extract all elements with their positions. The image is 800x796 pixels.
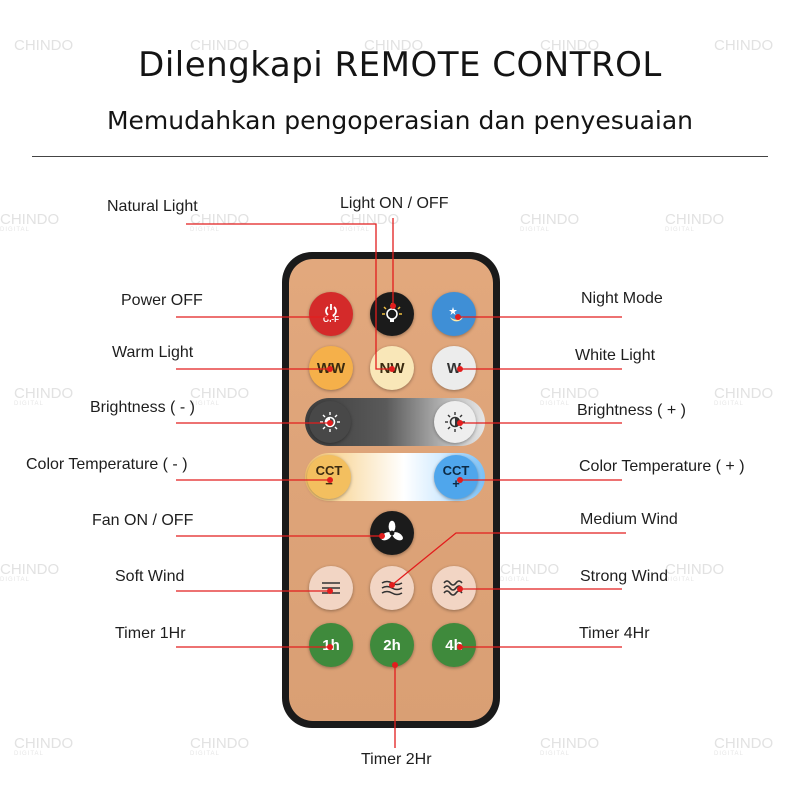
- label-warm-light: Warm Light: [112, 344, 194, 361]
- power-button-text: OFF: [323, 315, 339, 324]
- white-light-button[interactable]: W: [432, 346, 476, 390]
- medium-wind-button[interactable]: [370, 566, 414, 610]
- label-color-temperature-plus: Color Temperature ( + ): [579, 458, 745, 475]
- soft-wind-button[interactable]: [309, 566, 353, 610]
- timer-4hr-button[interactable]: 4h: [432, 623, 476, 667]
- label-brightness-plus: Brightness ( + ): [577, 402, 686, 419]
- label-fan-on-off: Fan ON / OFF: [92, 512, 194, 529]
- cct-down-sign: −: [325, 476, 333, 491]
- sun-dim-icon: [320, 412, 340, 432]
- light-on-off-button[interactable]: [370, 292, 414, 336]
- title-divider: [32, 156, 768, 157]
- label-medium-wind: Medium Wind: [580, 511, 678, 528]
- label-brightness-minus: Brightness ( - ): [90, 399, 195, 416]
- brightness-up-button[interactable]: [434, 401, 476, 443]
- page-subtitle: Memudahkan pengoperasian dan penyesuaian: [106, 106, 694, 135]
- natural-light-button[interactable]: NW: [370, 346, 414, 390]
- sun-bright-icon: [445, 412, 465, 432]
- label-timer-1hr: Timer 1Hr: [115, 625, 186, 642]
- label-soft-wind: Soft Wind: [115, 568, 185, 585]
- label-light-on-off: Light ON / OFF: [340, 195, 449, 212]
- label-natural-light: Natural Light: [107, 198, 198, 215]
- timer-1hr-button[interactable]: 1h: [309, 623, 353, 667]
- watermark: CHINDO: [190, 37, 250, 54]
- wind-medium-icon: [381, 580, 403, 596]
- timer-1hr-text: 1h: [322, 636, 340, 654]
- color-temperature-up-button[interactable]: CCT +: [434, 455, 478, 499]
- cct-up-sign: +: [452, 476, 460, 491]
- bulb-icon: [382, 303, 402, 322]
- label-timer-2hr: Timer 2Hr: [361, 751, 432, 768]
- power-off-button[interactable]: OFF: [309, 292, 353, 336]
- moon-star-icon: [449, 307, 463, 322]
- natural-light-button-text: NW: [379, 359, 405, 377]
- timer-2hr-button[interactable]: 2h: [370, 623, 414, 667]
- watermark: CHINDO: [364, 37, 424, 54]
- brightness-down-button[interactable]: [309, 401, 351, 443]
- page-title: Dilengkapi REMOTE CONTROL: [138, 45, 662, 85]
- wind-strong-icon: [443, 580, 463, 596]
- label-night-mode: Night Mode: [581, 290, 663, 307]
- timer-2hr-text: 2h: [383, 636, 401, 654]
- label-white-light: White Light: [575, 347, 656, 364]
- label-timer-4hr: Timer 4Hr: [579, 625, 650, 642]
- white-light-button-text: W: [446, 359, 462, 377]
- label-color-temperature-minus: Color Temperature ( - ): [26, 456, 188, 473]
- fan-on-off-button[interactable]: [370, 511, 414, 555]
- timer-4hr-text: 4h: [445, 636, 463, 654]
- wind-soft-icon: [322, 582, 340, 594]
- cct-down-text: CCT: [315, 463, 343, 478]
- fan-icon: [381, 520, 403, 541]
- color-temperature-down-button[interactable]: CCT −: [307, 455, 351, 499]
- warm-light-button-text: WW: [316, 359, 346, 377]
- strong-wind-button[interactable]: [432, 566, 476, 610]
- label-strong-wind: Strong Wind: [580, 568, 669, 585]
- watermark: CHINDO: [14, 37, 74, 54]
- warm-light-button[interactable]: WW: [309, 346, 353, 390]
- watermark: CHINDO: [540, 37, 600, 54]
- cct-up-text: CCT: [442, 463, 470, 478]
- watermark: CHINDO: [714, 37, 774, 54]
- night-mode-button[interactable]: [432, 292, 476, 336]
- label-power-off: Power OFF: [121, 292, 203, 309]
